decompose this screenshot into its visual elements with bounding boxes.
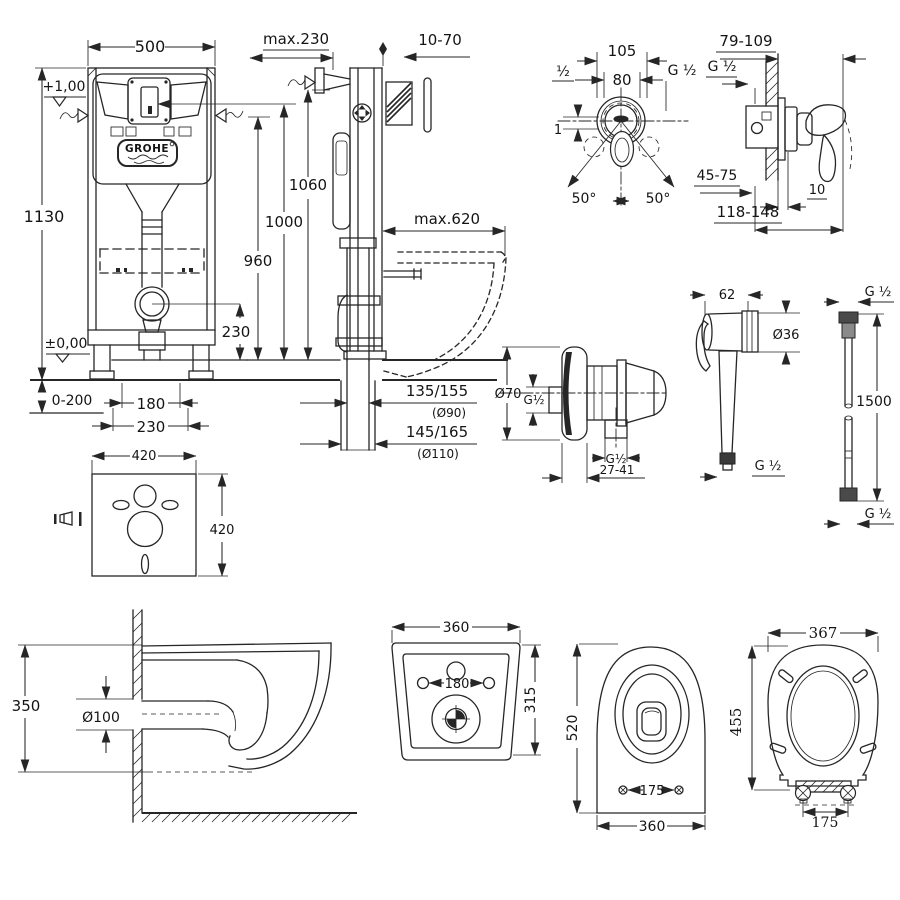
dim-drain-high: 135/155 [406,382,468,400]
dim-frame-height: 1130 [24,207,65,226]
dim-drain-high-dia: (Ø90) [432,406,466,420]
seat-hinges [794,780,857,806]
dim-frame-width: 500 [135,37,166,56]
dim-1000: 1000 [265,213,303,231]
pan-rear-view: 180 360 315 [391,620,541,761]
shower-hose-view: G ½ 1500 G ½ [824,285,894,529]
break-arrow-right-icon [214,107,244,124]
dim-offset: 1 [554,123,562,138]
dim-spray-width: 62 [719,288,736,303]
dim-spray-dia: Ø36 [773,328,800,343]
level-floor-label: ±0,00 [45,336,88,352]
break-arrow-side-icon [287,74,317,91]
flush-plate [127,77,171,125]
dim-1060: 1060 [289,176,327,194]
dim-mat-width: 420 [132,449,157,464]
dim-feet-range: 0-200 [52,393,93,409]
dim-outlet-height: 230 [222,323,251,341]
dim-plate-thickness: 10 [809,183,826,198]
seat-view: 367 455 175 [727,624,879,831]
dim-top-width: 360 [639,819,666,835]
dim-bowl-depth: max.620 [414,210,480,228]
level-mark-zero: ±0,00 [45,336,90,363]
thread-side-label: G½ [524,393,545,407]
dim-top-length: 520 [565,715,581,742]
thread-hose-bottom: G ½ [865,507,892,522]
dim-outlet-dia: Ø100 [82,710,120,726]
dim-rear-holes: 180 [445,677,470,692]
seat-bumpers [769,669,877,754]
dim-mixer-width: 105 [608,42,637,60]
mixer-front-view: 50° 50° 105 80 ½ G ½ 1 [552,42,697,208]
thread-spray-label: G ½ [755,459,782,474]
pan-top-view: 175 520 360 [565,643,706,835]
dim-rear-width: 360 [443,620,470,636]
mounting-bolt-icon-right [674,785,684,795]
dim-total-depth: 118-148 [717,203,780,221]
dim-hose-length: 1500 [856,394,892,410]
frame-front-view: GROHE +1,00 ±0,00 500 1130 [24,37,340,436]
thread-hose-top: G ½ [865,285,892,300]
mounting-bolt-icon-left [618,785,628,795]
dim-seat-width: 367 [809,624,838,642]
dim-recess: 45-75 [697,168,738,184]
dim-angle-right: 50° [646,191,671,207]
dim-flange-dia: Ø70 [495,387,522,402]
dim-960: 960 [244,252,273,270]
fixing-bolt-icon [54,511,82,526]
grohe-logo-text: GROHE [125,143,169,155]
dim-seat-holes: 175 [812,815,839,831]
mixer-side-view: 79-109 G ½ 45-75 10 118-148 [694,32,866,235]
dim-angle-left: 50° [572,191,597,207]
hand-spray-view: 62 Ø36 G ½ [690,288,800,482]
level-mark-plus100: +1,00 [43,79,86,108]
grohe-logo: GROHE [117,139,178,167]
dim-mixer-depth: 79-109 [719,32,772,50]
level-top-label: +1,00 [43,79,86,95]
dim-rear-height: 315 [523,687,539,714]
dim-outlet-spacing-outer: 230 [137,418,166,436]
break-arrow-left-icon [59,107,90,124]
thread-half-label: ½ [556,64,570,80]
dim-drain-low: 145/165 [406,423,468,441]
dim-outlet-spacing: 180 [137,395,166,413]
dim-depth: max.230 [263,30,329,48]
thread-g-half-label: G ½ [668,63,697,79]
dim-mixer-width-inner: 80 [612,71,631,89]
dim-mat-height: 420 [210,523,235,538]
screw-icon [352,103,372,123]
thread-bottom-label: G½ [606,452,627,466]
dim-drain-low-dia: (Ø110) [417,447,459,461]
wall-union-view: Ø70 G½ G½ 27-41 [495,346,669,483]
dim-pan-height: 350 [12,697,41,715]
dim-wall-finish: 10-70 [418,31,462,49]
pan-side-section: 350 Ø100 [12,609,357,823]
frame-side-view: max.230 10-70 1060 1000 960 max.620 135/… [244,30,508,461]
dim-seat-length: 455 [727,708,745,737]
thread-label-side: G ½ [708,59,737,75]
dim-union-depth: 27-41 [600,463,635,477]
dim-top-holes: 175 [640,784,665,799]
insulation-mat-view: 420 420 [54,449,235,577]
dashed-bowl-outline [383,251,507,378]
